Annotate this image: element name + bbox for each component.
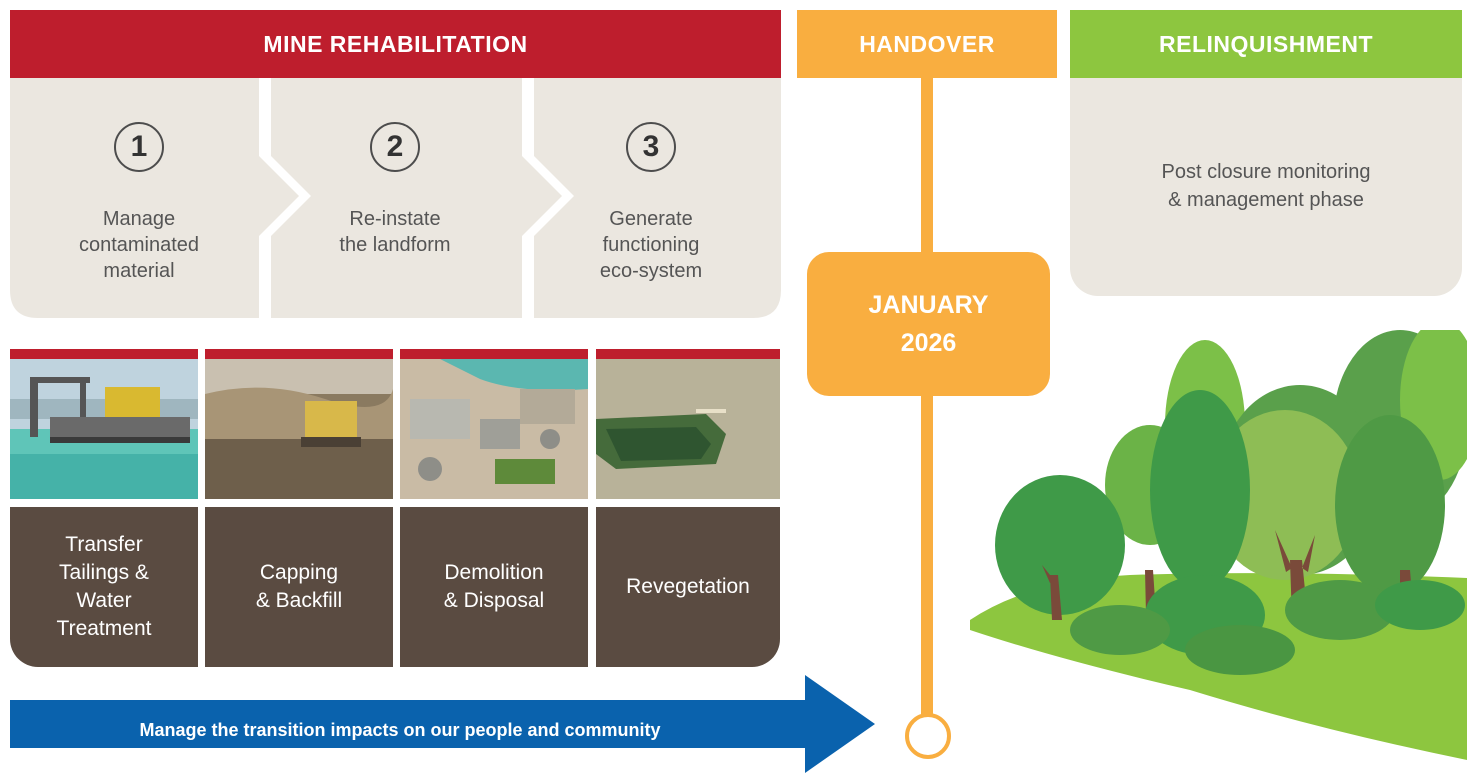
handover-date-month: JANUARY xyxy=(868,291,989,319)
step-1-text: Manage contaminated material xyxy=(78,208,200,282)
transition-arrow xyxy=(10,675,875,773)
photo-dredge xyxy=(10,349,198,499)
step-2-number-badge: 2 xyxy=(370,122,420,172)
photo-top-bar xyxy=(10,349,198,359)
photo-top-bar xyxy=(205,349,393,359)
step-3-panel xyxy=(534,78,781,318)
activity-demolition-disposal: Demolition & Disposal xyxy=(400,507,588,667)
step-2-panel xyxy=(271,78,562,318)
handover-header: HANDOVER xyxy=(797,10,1057,78)
step-3-number-badge: 3 xyxy=(626,122,676,172)
step-2-text: Re-instate the landform xyxy=(339,208,451,256)
handover-date-box: JANUARY 2026 xyxy=(807,252,1050,396)
relinquishment-header: RELINQUISHMENT xyxy=(1070,10,1462,78)
timeline-end-circle xyxy=(905,713,951,759)
activity-capping-backfill: Capping & Backfill xyxy=(205,507,393,667)
activity-transfer-tailings: Transfer Tailings & Water Treatment xyxy=(10,507,198,667)
step-1-number-badge: 1 xyxy=(114,122,164,172)
handover-date-year: 2026 xyxy=(900,329,957,357)
transition-arrow-text: Manage the transition impacts on our peo… xyxy=(139,719,661,740)
mine-rehabilitation-header: MINE REHABILITATION xyxy=(10,10,781,78)
activity-revegetation: Revegetation xyxy=(596,507,780,667)
dredge-image xyxy=(10,359,198,499)
revegetation-image xyxy=(596,359,780,499)
step-1-panel xyxy=(10,78,299,318)
step-3-text: Generate functioning eco-system xyxy=(599,208,703,282)
photo-demolition xyxy=(400,349,588,499)
photo-top-bar xyxy=(596,349,780,359)
capping-image xyxy=(205,359,393,499)
photo-top-bar xyxy=(400,349,588,359)
handover-timeline-line xyxy=(921,78,933,718)
demolition-image xyxy=(400,359,588,499)
trees-illustration xyxy=(970,330,1467,760)
rehabilitation-steps: 1 Manage contaminated material 2 Re-inst… xyxy=(10,78,781,318)
relinquishment-panel: Post closure monitoring & management pha… xyxy=(1070,78,1462,296)
step-panels-shapes xyxy=(10,78,781,318)
photo-revegetation xyxy=(596,349,780,499)
relinquishment-text: Post closure monitoring & management pha… xyxy=(1161,161,1371,211)
photo-capping xyxy=(205,349,393,499)
